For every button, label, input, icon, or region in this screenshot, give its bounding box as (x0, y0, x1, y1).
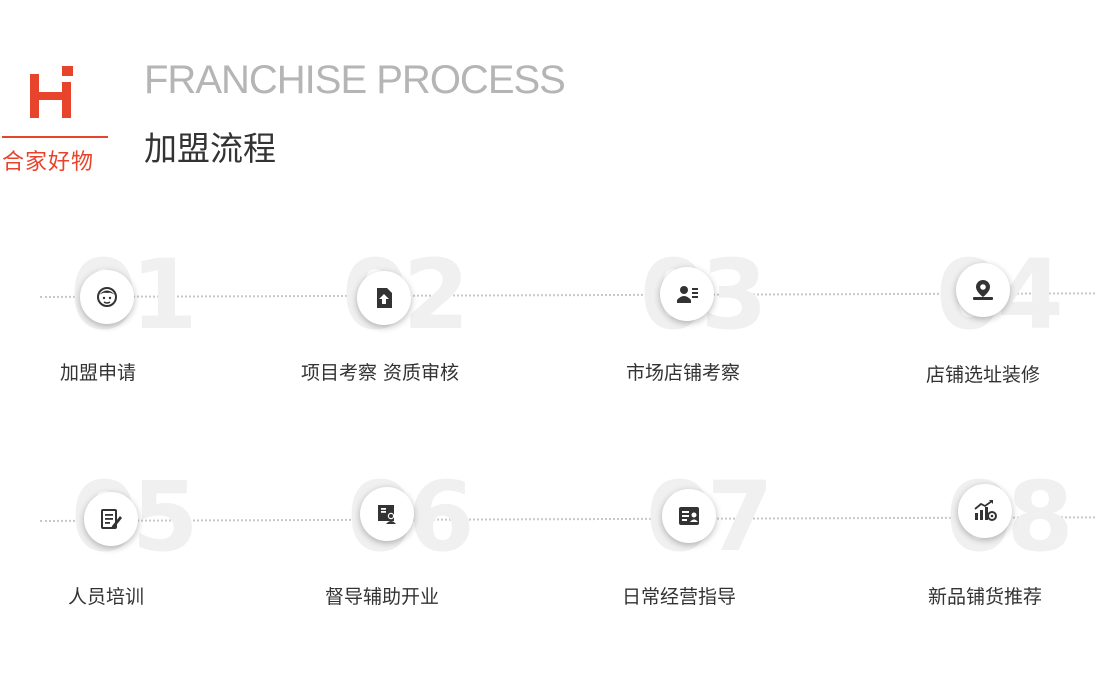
step-icon-circle (958, 484, 1012, 538)
timeline-dotted-line (39, 516, 1095, 522)
step-icon-circle (84, 492, 138, 546)
step-label: 新品铺货推荐 (928, 586, 1043, 608)
brand-logo: 合家好物 (0, 58, 110, 178)
timeline-row-2: 05 人员培训 06 督导辅助开业 07 (0, 462, 1120, 612)
page-title-cn: 加盟流程 (144, 129, 276, 168)
timeline-row-1: 01 加盟申请 02 项目考察 资质审核 03 (0, 240, 1120, 390)
notepad-pen-icon (101, 509, 122, 529)
step-label: 日常经营指导 (622, 586, 737, 608)
guide-card-icon (679, 507, 699, 525)
step-icon-circle (660, 267, 714, 321)
step-label: 项目考察 资质审核 (301, 362, 460, 384)
location-pin-icon (973, 280, 993, 300)
page-title-en: FRANCHISE PROCESS (144, 58, 566, 102)
growth-chart-icon (974, 500, 997, 521)
step-icon-circle (357, 271, 411, 325)
supervisor-board-icon (378, 505, 396, 524)
step-label: 人员培训 (68, 586, 145, 608)
step-label: 督导辅助开业 (325, 586, 440, 608)
step-label: 加盟申请 (60, 362, 137, 384)
logo-divider (2, 136, 108, 138)
step-icon-circle (80, 270, 134, 324)
step-icon-circle (360, 487, 414, 541)
logo-h-icon (30, 66, 73, 118)
document-upload-icon (377, 288, 392, 308)
user-face-icon (97, 287, 117, 307)
step-icon-circle (662, 489, 716, 543)
brand-name: 合家好物 (2, 150, 95, 175)
step-label: 市场店铺考察 (626, 362, 741, 384)
step-label: 店铺选址装修 (926, 364, 1041, 386)
id-card-icon (677, 286, 698, 303)
step-icon-circle (956, 263, 1010, 317)
